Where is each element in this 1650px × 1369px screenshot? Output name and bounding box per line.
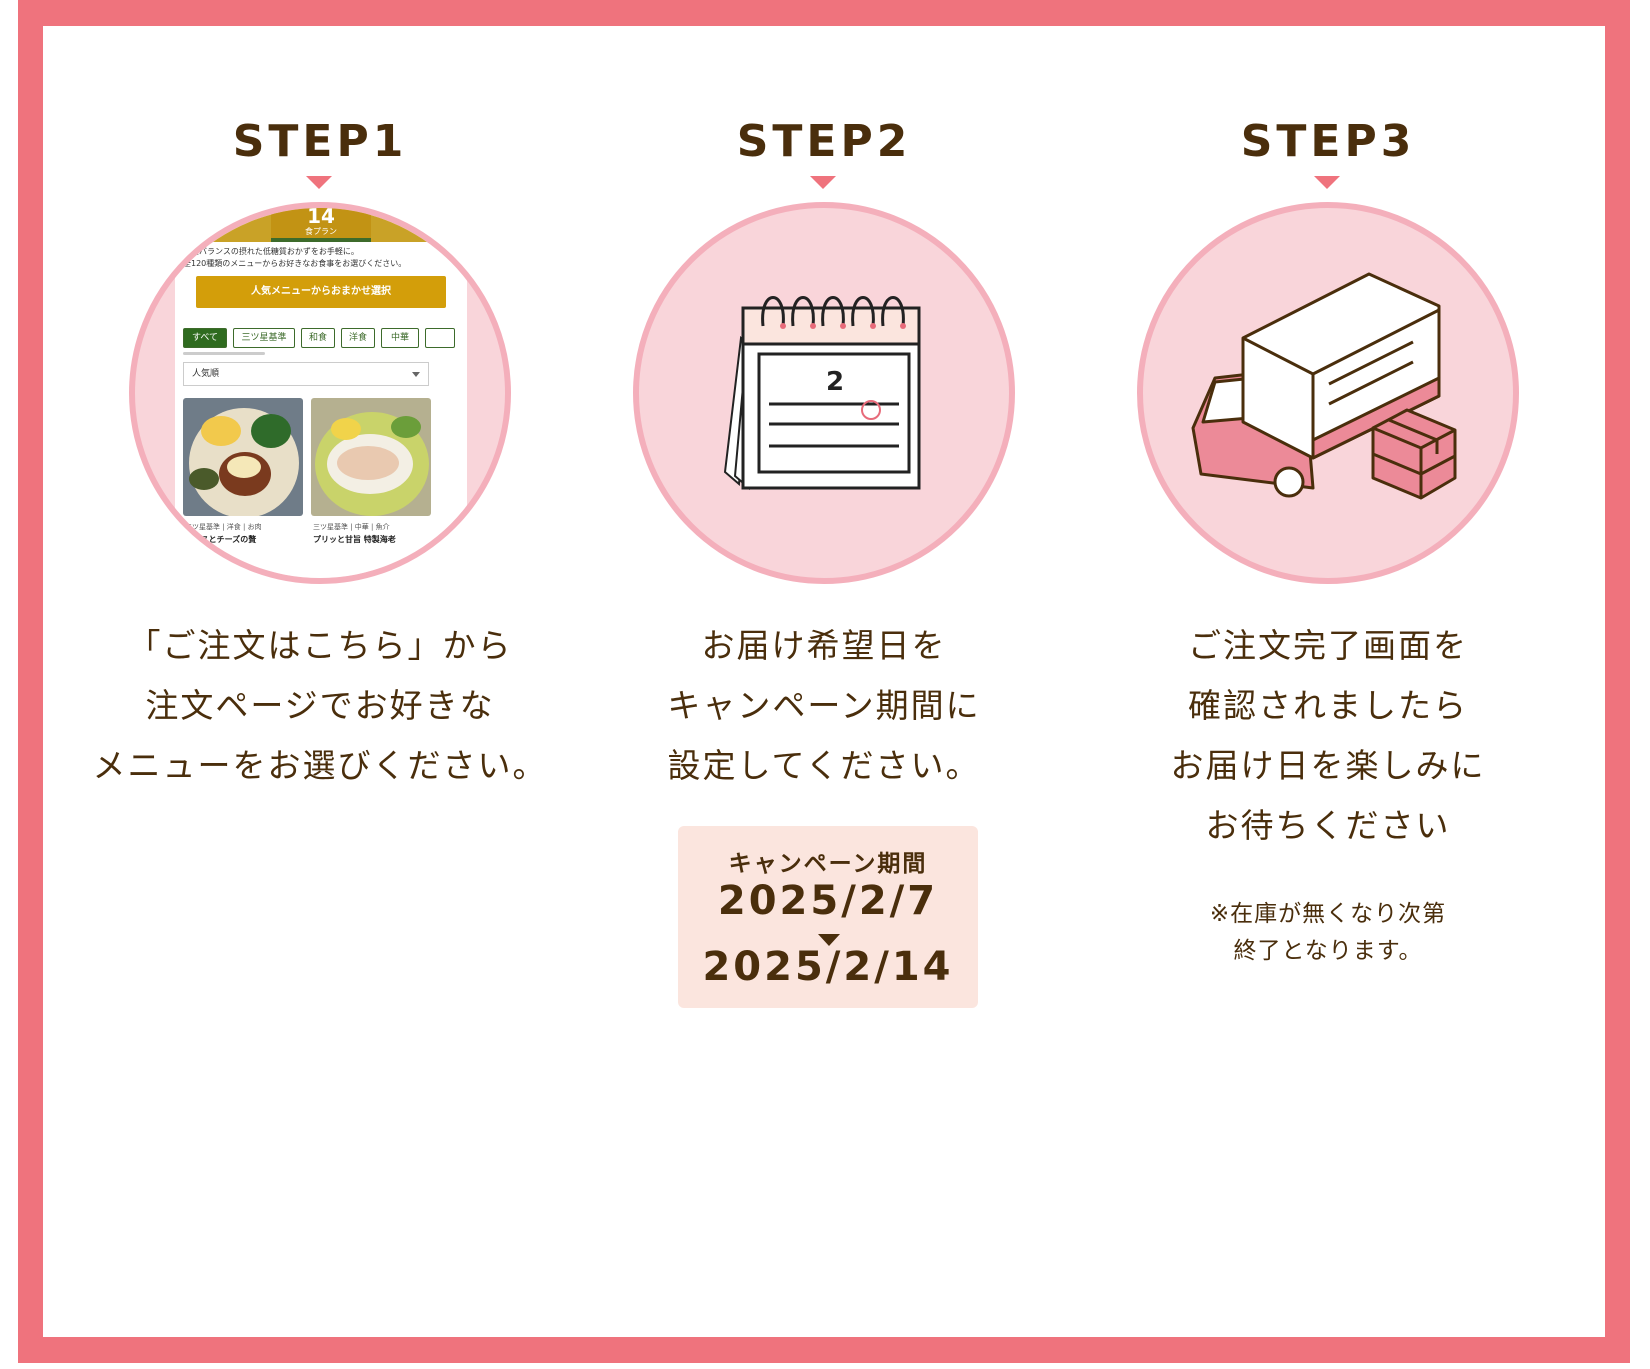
stock-note-line-1: ※在庫が無くなり次第 [1209,901,1447,927]
chip-chinese: 中華 [381,328,419,348]
plan-tab-number: 14 [307,204,335,228]
plan-intro-text: 栄養バランスの摂れた低糖質おかずをお手軽に。 全120種類のメニューからお好きな… [183,246,463,270]
auto-select-button: 人気メニューからおまかせ選択 [196,276,446,308]
step-3-truck-circle [1137,202,1519,584]
step-3-line-3: お届け日を楽しみに [1170,746,1486,785]
campaign-end-date: 2025/2/14 [702,944,954,990]
step-2-line-1: お届け希望日を [701,626,947,665]
sort-select: 人気順 [183,362,429,386]
menu-item-2-name: プリッと甘旨 特製海老 [313,535,396,544]
step-1-line-1: 「ご注文はこちら」から [127,626,513,665]
step-1-down-arrow-icon [306,176,332,189]
chip-all: すべて [183,328,227,348]
step-3-line-4: お待ちください [1205,806,1451,845]
step-1-line-2: 注文ページでお好きな [145,686,495,725]
chevron-down-icon [412,372,420,377]
order-page-screenshot: プラン 14 食プラン 食プ 栄養バランスの摂れた低糖質おかずをお手軽に。 全1… [175,204,467,578]
step-3-title: STEP3 [1240,116,1416,167]
menu-item-2-tags: 三ツ星基準 | 中華 | 魚介 [313,523,390,531]
step-2-title: STEP2 [736,116,912,167]
step-2-down-arrow-icon [810,176,836,189]
step-2-line-2: キャンペーン期間に [667,686,981,725]
menu-item-2-photo [311,398,431,516]
chip-michelin: 三ツ星基準 [233,328,295,348]
plan-intro-line-2: 全120種類のメニューからお好きなお食事をお選びください。 [183,259,407,268]
step-3-down-arrow-icon [1314,176,1340,189]
step-1-screenshot-circle: プラン 14 食プラン 食プ 栄養バランスの摂れた低糖質おかずをお手軽に。 全1… [129,202,511,584]
chip-western: 洋食 [341,328,375,348]
menu-item-1-tags: 三ツ星基準 | 洋食 | お肉 [185,523,262,531]
step-1-line-3: メニューをお選びください。 [92,746,548,785]
campaign-start-date: 2025/2/7 [717,878,939,924]
period-down-arrow-icon [818,934,840,946]
step-3-description: ご注文完了画面を 確認されましたら お届け日を楽しみに お待ちください [1068,616,1588,856]
menu-item-1-photo [183,398,303,516]
stock-note-line-2: 終了となります。 [1233,938,1423,964]
campaign-period-label: キャンペーン期間 [728,851,928,877]
pink-frame: STEP1 プラン 14 食プラン 食プ 栄養バランスの摂れた低糖質おかずをお手… [18,0,1630,1363]
plan-intro-line-1: 栄養バランスの摂れた低糖質おかずをお手軽に。 [183,247,359,256]
menu-item-1-name: ソースとチーズの贅 [185,535,257,544]
calendar-icon: 2 [723,296,921,491]
plan-tab-14: 14 食プラン [271,204,371,242]
content-panel: STEP1 プラン 14 食プラン 食プ 栄養バランスの摂れた低糖質おかずをお手… [43,26,1605,1337]
step-2-line-3: 設定してください。 [667,746,981,785]
step-1-description: 「ご注文はこちら」から 注文ページでお好きな メニューをお選びください。 [60,616,580,796]
chip-scrollbar [183,352,265,355]
stock-note: ※在庫が無くなり次第 終了となります。 [1068,896,1588,970]
sort-select-value: 人気順 [192,369,220,379]
step-2-description: お届け希望日を キャンペーン期間に 設定してください。 [564,616,1084,796]
plan-tab-left-label: プラン [205,227,229,236]
chip-japanese: 和食 [301,328,335,348]
plan-tab-bar: プラン 14 食プラン 食プ [175,204,467,242]
plan-tab-right-label: 食プ [421,227,437,236]
campaign-period-box: キャンペーン期間 2025/2/7 2025/2/14 [678,826,978,1008]
step-3-line-2: 確認されましたら [1188,686,1468,725]
calendar-date-number: 2 [826,367,844,397]
step-2-calendar-circle: 2 [633,202,1015,584]
chip-more [425,328,455,348]
plan-tab-unit: 食プラン [305,227,337,236]
delivery-truck-icon [1191,272,1457,500]
step-3-line-1: ご注文完了画面を [1188,626,1468,665]
step-1-title: STEP1 [232,116,408,167]
